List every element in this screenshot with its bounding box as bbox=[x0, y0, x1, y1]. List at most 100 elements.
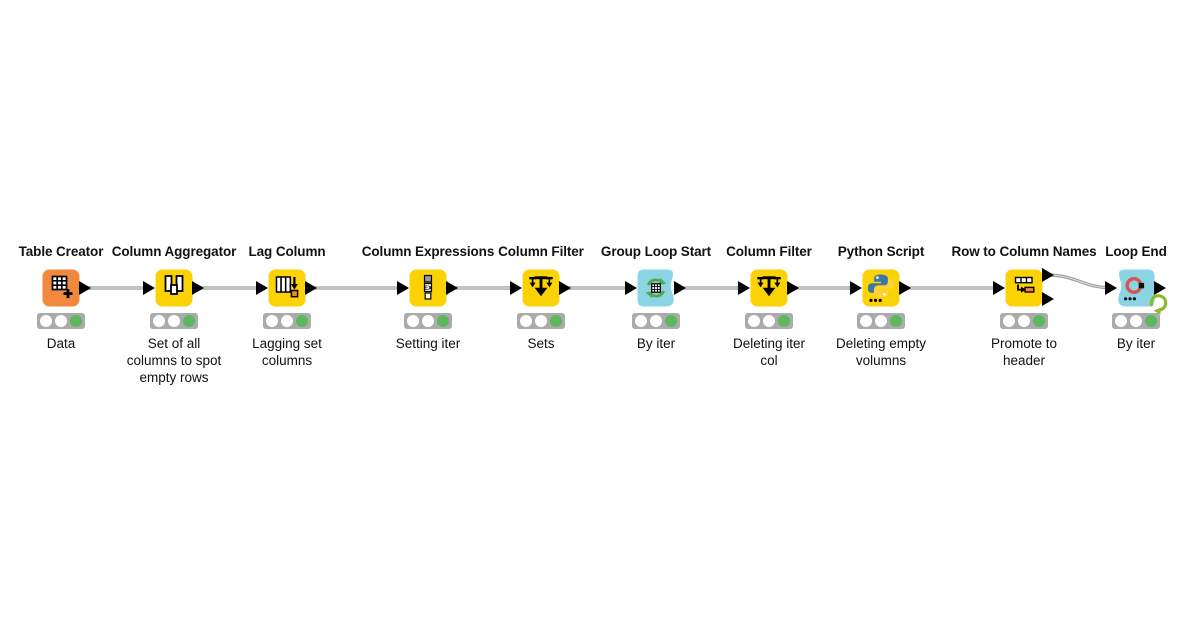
node-description: By iter bbox=[1116, 336, 1156, 351]
node-description: Set of all columns to spot empty rows bbox=[126, 336, 222, 385]
output-port[interactable] bbox=[899, 281, 911, 295]
status-dot bbox=[153, 315, 165, 327]
node-lag-column[interactable]: Lag Column Lagging set columns bbox=[202, 240, 372, 415]
node-column-filter[interactable]: Column Filter Deleting iter col bbox=[684, 240, 854, 415]
output-port[interactable] bbox=[192, 281, 204, 295]
node-title: Row to Column Names bbox=[951, 244, 1097, 259]
node-column-aggregator[interactable]: Column Aggregator Set of all columns to … bbox=[89, 240, 259, 415]
node-status-traffic-light bbox=[1000, 313, 1048, 329]
status-dot bbox=[860, 315, 872, 327]
node-title: Column Aggregator bbox=[111, 244, 237, 259]
status-dot bbox=[296, 315, 308, 327]
output-port[interactable] bbox=[1154, 281, 1166, 295]
output-port[interactable] bbox=[559, 281, 571, 295]
input-port[interactable] bbox=[143, 281, 155, 295]
output-port[interactable] bbox=[1042, 268, 1054, 282]
input-port[interactable] bbox=[850, 281, 862, 295]
column-filter-icon[interactable] bbox=[750, 269, 788, 307]
status-dot bbox=[437, 315, 449, 327]
status-dot bbox=[875, 315, 887, 327]
node-column-expressions[interactable]: Column Expressions EX Setting iter bbox=[343, 240, 513, 415]
status-dot bbox=[665, 315, 677, 327]
status-dot bbox=[1115, 315, 1127, 327]
node-title: Loop End bbox=[1105, 244, 1167, 259]
node-loop-end[interactable]: Loop End By iter bbox=[1051, 240, 1200, 415]
status-dot bbox=[168, 315, 180, 327]
status-dot bbox=[1033, 315, 1045, 327]
status-dot bbox=[763, 315, 775, 327]
node-description: Sets bbox=[527, 336, 555, 351]
node-status-traffic-light bbox=[263, 313, 311, 329]
node-status-traffic-light bbox=[632, 313, 680, 329]
status-dot bbox=[550, 315, 562, 327]
status-dot bbox=[635, 315, 647, 327]
output-port[interactable] bbox=[79, 281, 91, 295]
output-port[interactable] bbox=[787, 281, 799, 295]
status-dot bbox=[520, 315, 532, 327]
node-status-traffic-light bbox=[404, 313, 452, 329]
node-column-filter[interactable]: Column Filter Sets bbox=[456, 240, 626, 415]
status-dot bbox=[281, 315, 293, 327]
node-status-traffic-light bbox=[745, 313, 793, 329]
output-port[interactable] bbox=[446, 281, 458, 295]
input-port[interactable] bbox=[256, 281, 268, 295]
status-dot bbox=[1003, 315, 1015, 327]
status-dot bbox=[650, 315, 662, 327]
node-title: Table Creator bbox=[18, 244, 104, 259]
svg-text:EX: EX bbox=[424, 286, 432, 292]
node-python-script[interactable]: Python Script Deleting empty volumns bbox=[796, 240, 966, 415]
node-table-creator[interactable]: Table Creator Data bbox=[0, 240, 146, 415]
node-title: Python Script bbox=[837, 244, 925, 259]
input-port[interactable] bbox=[510, 281, 522, 295]
node-description: Deleting empty volumns bbox=[835, 336, 927, 368]
status-dot bbox=[40, 315, 52, 327]
status-dot bbox=[1018, 315, 1030, 327]
node-description: Deleting iter col bbox=[732, 336, 806, 368]
table-create-icon[interactable] bbox=[42, 269, 80, 307]
status-dot bbox=[778, 315, 790, 327]
status-dot bbox=[1130, 315, 1142, 327]
group-loop-start-icon[interactable] bbox=[637, 269, 675, 307]
node-status-traffic-light bbox=[1112, 313, 1160, 329]
node-title: Column Expressions bbox=[361, 244, 495, 259]
status-dot bbox=[407, 315, 419, 327]
column-filter-icon[interactable] bbox=[522, 269, 560, 307]
status-dot bbox=[70, 315, 82, 327]
lag-column-icon[interactable] bbox=[268, 269, 306, 307]
node-title: Group Loop Start bbox=[600, 244, 712, 259]
input-port[interactable] bbox=[397, 281, 409, 295]
input-port[interactable] bbox=[738, 281, 750, 295]
status-dot bbox=[1145, 315, 1157, 327]
node-status-traffic-light bbox=[857, 313, 905, 329]
status-dot bbox=[183, 315, 195, 327]
node-status-traffic-light bbox=[37, 313, 85, 329]
node-description: Data bbox=[46, 336, 76, 351]
status-dot bbox=[535, 315, 547, 327]
row-to-column-names-icon[interactable] bbox=[1005, 269, 1043, 307]
status-dot bbox=[890, 315, 902, 327]
python-icon[interactable] bbox=[862, 269, 900, 307]
status-dot bbox=[422, 315, 434, 327]
status-dot bbox=[55, 315, 67, 327]
column-expressions-icon[interactable]: EX bbox=[409, 269, 447, 307]
loop-end-icon[interactable] bbox=[1117, 269, 1155, 307]
output-port[interactable] bbox=[1042, 292, 1054, 306]
node-status-traffic-light bbox=[150, 313, 198, 329]
node-title: Column Filter bbox=[498, 244, 584, 259]
input-port[interactable] bbox=[1105, 281, 1117, 295]
status-dot bbox=[748, 315, 760, 327]
input-port[interactable] bbox=[625, 281, 637, 295]
status-dot bbox=[266, 315, 278, 327]
output-port[interactable] bbox=[674, 281, 686, 295]
node-status-traffic-light bbox=[517, 313, 565, 329]
column-aggregator-icon[interactable] bbox=[155, 269, 193, 307]
loop-refresh-icon bbox=[1148, 293, 1170, 315]
node-title: Lag Column bbox=[248, 244, 326, 259]
input-port[interactable] bbox=[993, 281, 1005, 295]
output-port[interactable] bbox=[305, 281, 317, 295]
node-row-to-column-names[interactable]: Row to Column Names Promote to header bbox=[939, 240, 1109, 415]
node-description: Promote to header bbox=[990, 336, 1058, 368]
node-group-loop-start[interactable]: Group Loop Start By iter bbox=[571, 240, 741, 415]
